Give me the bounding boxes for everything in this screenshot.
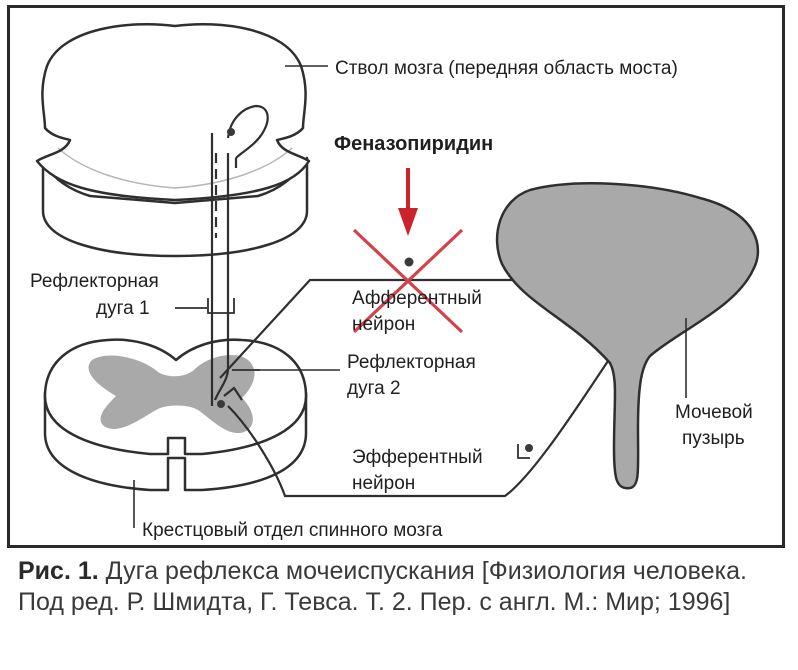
reflex-arc-1-label-line1: Рефлекторная [30,271,159,292]
brainstem-label: Ствол мозга (передняя область моста) [335,58,678,79]
caption-text: Дуга рефлекса мочеиспускания [Физиология… [18,557,747,616]
bladder-label-line1: Мочевой [675,402,753,423]
caption-prefix: Рис. 1. [18,557,99,585]
drug-arrow [398,168,418,236]
drug-label: Феназопиридин [334,133,493,155]
reflex-arc-2-label-line1: Рефлекторная [347,352,476,373]
figure-panel: Ствол мозга (передняя область моста) Фен… [7,5,785,548]
efferent-label-line2: нейрон [352,473,415,494]
spinal-cord-block [43,338,308,492]
reflex-arc-1-pathway [175,104,269,320]
leader-lines [133,65,687,528]
bladder-shape [495,182,760,490]
brainstem-top [35,23,311,202]
reflex-arc-2-label-line2: дуга 2 [347,378,401,399]
reflex-arc-diagram: Ствол мозга (передняя область моста) Фен… [30,23,760,541]
bladder-label-line2: пузырь [682,428,745,449]
reflex-arc-1-label-line2: дуга 1 [96,298,150,319]
sacral-cord-label: Крестцовый отдел спинного мозга [142,520,443,541]
afferent-label-line1: Афферентный [352,288,482,309]
brainstem-side [41,156,309,258]
efferent-label-line1: Эфферентный [352,447,483,468]
afferent-label-line2: нейрон [352,314,415,335]
figure-caption: Рис. 1. Дуга рефлекса мочеиспускания [Фи… [18,556,788,618]
brainstem-block [35,23,311,258]
blocked-cross [352,228,464,334]
